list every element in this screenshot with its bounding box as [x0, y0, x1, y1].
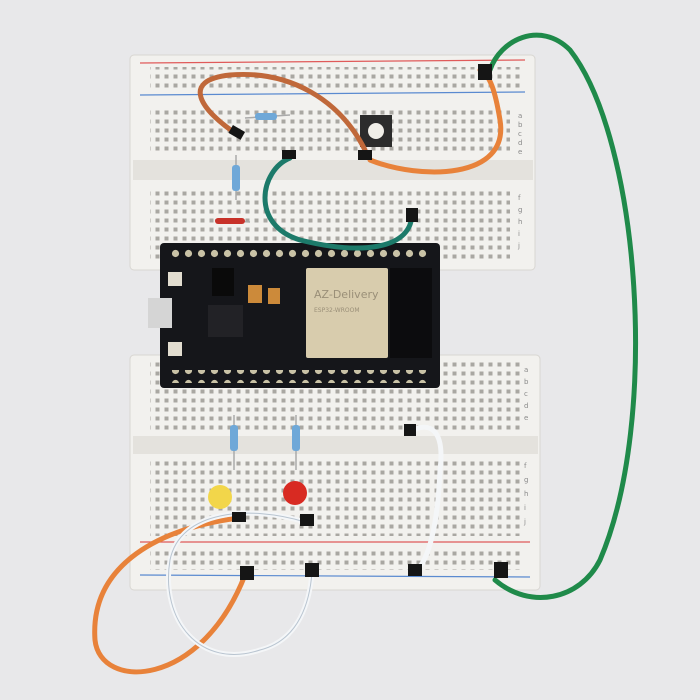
row-label: d — [518, 139, 522, 147]
boot-button[interactable] — [168, 342, 182, 356]
wire-green — [487, 32, 639, 600]
usb-chip — [208, 305, 243, 337]
module-brand: AZ-Delivery — [314, 288, 379, 301]
wire-orange-bottom — [92, 515, 248, 675]
push-button[interactable] — [360, 115, 392, 147]
breadboard-bottom: a b c d e f g h i j — [129, 354, 541, 591]
led-yellow — [208, 485, 232, 509]
row-label: a — [524, 366, 528, 374]
row-label: i — [518, 230, 520, 238]
resistor — [244, 113, 291, 120]
en-button[interactable] — [168, 272, 182, 286]
wire-orange-top — [367, 67, 504, 175]
row-label: a — [518, 112, 522, 120]
row-label: e — [524, 414, 528, 422]
row-label: f — [518, 194, 521, 202]
breadboard-top: a b c d e f g h i j — [129, 54, 536, 271]
resistor — [230, 415, 238, 470]
wire-connectors — [228, 64, 508, 580]
row-label: b — [524, 378, 529, 386]
resistor — [292, 415, 300, 470]
resistor — [232, 155, 240, 200]
wire-teal — [262, 155, 415, 251]
row-label: h — [524, 490, 528, 498]
row-label: f — [524, 462, 527, 470]
row-label: i — [524, 504, 526, 512]
row-label: g — [518, 206, 522, 214]
row-label: j — [523, 518, 526, 526]
esp32-board: AZ-Delivery ESP32-WROOM — [148, 243, 440, 388]
row-label: c — [524, 390, 528, 398]
row-label: d — [524, 402, 528, 410]
wire-brown-orange — [197, 71, 368, 153]
row-label: b — [518, 121, 523, 129]
row-label: j — [517, 242, 520, 250]
resistor — [214, 218, 251, 224]
row-label: h — [518, 218, 522, 226]
row-label: c — [518, 130, 522, 138]
led-red — [283, 481, 307, 505]
row-label: e — [518, 148, 522, 156]
wire-white-right — [407, 424, 444, 575]
module-model: ESP32-WROOM — [314, 307, 360, 314]
usb-port — [148, 298, 172, 328]
row-label: g — [524, 476, 528, 484]
